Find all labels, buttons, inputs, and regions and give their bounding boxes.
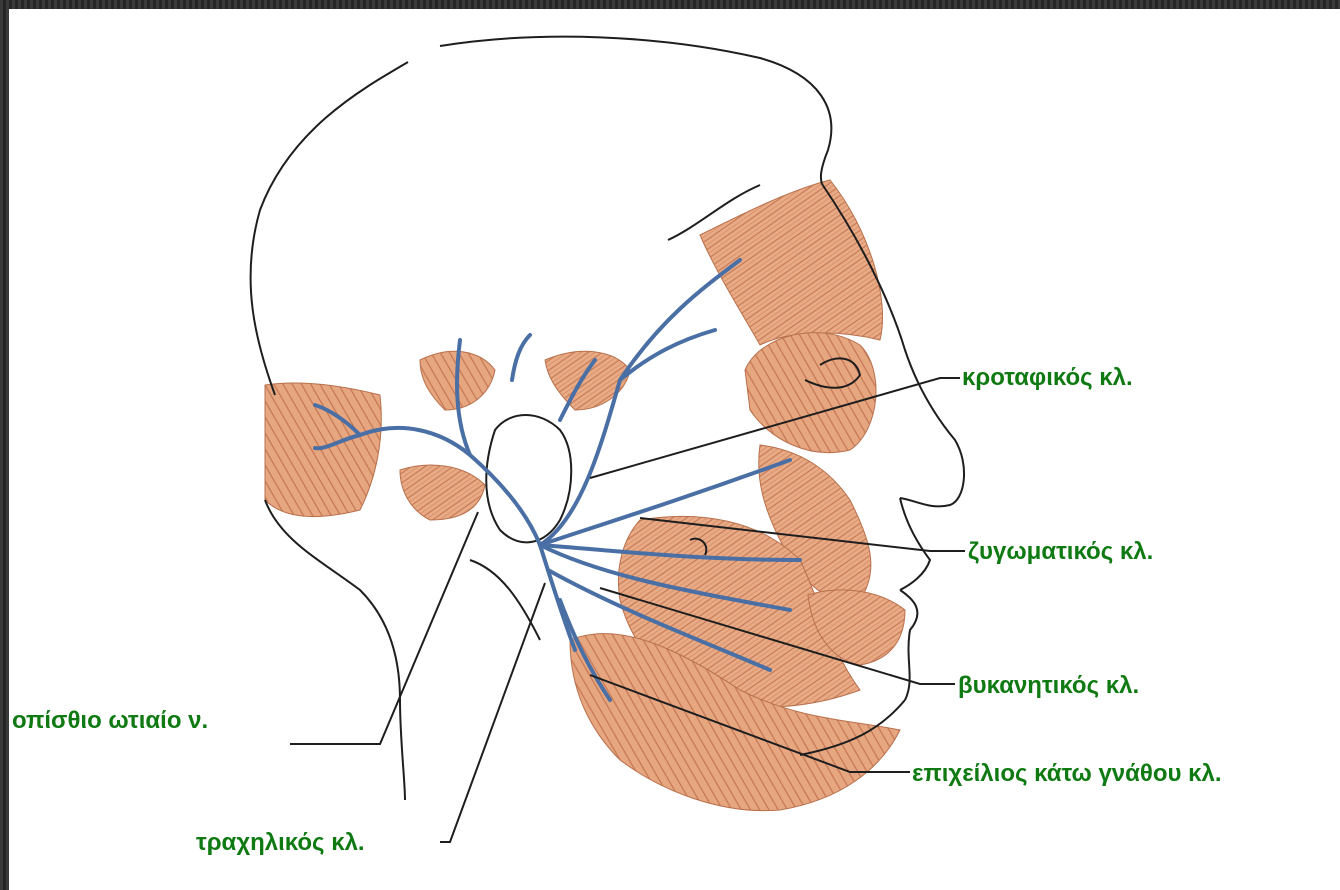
diagram-canvas [9,9,1340,890]
leader-cervical [440,583,545,842]
label-mandibular-branch: επιχείλιος κάτω γνάθου κλ. [912,762,1222,786]
leader-auricular [290,512,478,744]
head-illustration [9,9,1340,890]
label-zygomatic-branch: ζυγωματικός κλ. [968,540,1153,564]
label-cervical-branch: τραχηλικός κλ. [196,831,365,855]
label-buccal-branch: βυκανητικός κλ. [958,674,1139,698]
facial-muscles [265,180,905,811]
label-temporal-branch: κροταφικός κλ. [962,366,1133,390]
label-posterior-auricular-nerve: οπίσθιο ωτιαίο ν. [12,709,208,733]
